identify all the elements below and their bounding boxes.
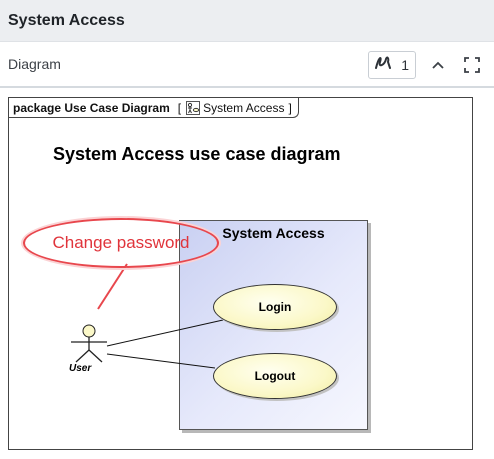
- frame-bracket-close: ]: [288, 100, 292, 115]
- panel-toolbar: 1: [368, 51, 484, 79]
- diagram-frame: package Use Case Diagram [ System Access…: [8, 97, 473, 450]
- use-case-logout[interactable]: Logout: [213, 353, 337, 399]
- panel-header: Diagram 1: [0, 42, 494, 88]
- fullscreen-icon[interactable]: [460, 53, 484, 77]
- path-icon: [373, 53, 393, 78]
- diagram-title: System Access use case diagram: [53, 144, 341, 164]
- frame-bracket-open: [: [177, 100, 182, 115]
- frame-kind: package Use Case Diagram: [13, 100, 170, 115]
- annotation-callout: Change password: [23, 218, 219, 268]
- actor-icon[interactable]: [71, 324, 107, 363]
- title-bar: System Access: [0, 0, 494, 42]
- use-case-diagram-icon: [186, 100, 201, 115]
- chevron-up-icon[interactable]: [426, 53, 450, 77]
- window-title: System Access: [8, 11, 125, 29]
- use-case-login[interactable]: Login: [213, 284, 337, 330]
- diagram-frame-tab: package Use Case Diagram [ System Access…: [9, 98, 299, 118]
- actor-label: User: [69, 363, 92, 374]
- count-button[interactable]: 1: [368, 51, 416, 79]
- panel-label: Diagram: [8, 56, 61, 72]
- system-boundary-title: System Access: [222, 225, 325, 241]
- frame-name: System Access: [203, 100, 285, 115]
- count-value: 1: [401, 57, 409, 73]
